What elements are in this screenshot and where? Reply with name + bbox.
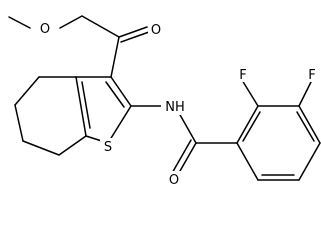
ester-c-carbonyl-c-bond (81, 15, 120, 38)
aryl-bond-1-inner (242, 111, 261, 142)
carbonyl-bond-2 (120, 31, 150, 43)
aryl-bond-1 (236, 105, 259, 144)
ring6-bond-5 (58, 135, 87, 156)
meta-fluorine-label: F (308, 68, 315, 83)
amide-carbonyl-bond-2 (170, 139, 192, 176)
amide-oxygen-label: O (169, 173, 179, 187)
sulfur-label: S (104, 140, 112, 155)
carbonyl-c-ring-bond (110, 36, 120, 78)
methyl-bond (8, 16, 31, 29)
carbonyl-oxygen-label: O (151, 23, 161, 38)
carbonyl-bond-1 (118, 26, 148, 38)
thiophene-bond-c3a-c7a-2 (81, 81, 91, 129)
c-f-ortho-bond (241, 79, 259, 107)
aryl-bond-3 (298, 105, 321, 144)
thiophene-bond-c3a-c7a-1 (75, 76, 87, 137)
ortho-fluorine-label: F (239, 68, 246, 83)
ring6-bond-2 (14, 76, 40, 106)
thiophene-bond-c2-s (107, 105, 132, 144)
structure-diagram: O O S NH O F F (8, 15, 321, 187)
amide-nh-label: NH (165, 100, 185, 115)
thiophene-bond-c3-c2-2 (105, 81, 125, 108)
aryl-bond-6 (236, 142, 259, 181)
ester-o-c-bond (59, 15, 83, 29)
thiophene-bond-c3-c2-1 (110, 76, 132, 107)
ring6-bond-3 (14, 104, 24, 142)
c-f-meta-bond (298, 79, 313, 107)
aryl-bond-3-inner (296, 111, 315, 142)
ester-oxygen-label: O (40, 22, 50, 37)
ring6-bond-4 (22, 140, 60, 156)
aryl-bond-4 (298, 142, 321, 181)
